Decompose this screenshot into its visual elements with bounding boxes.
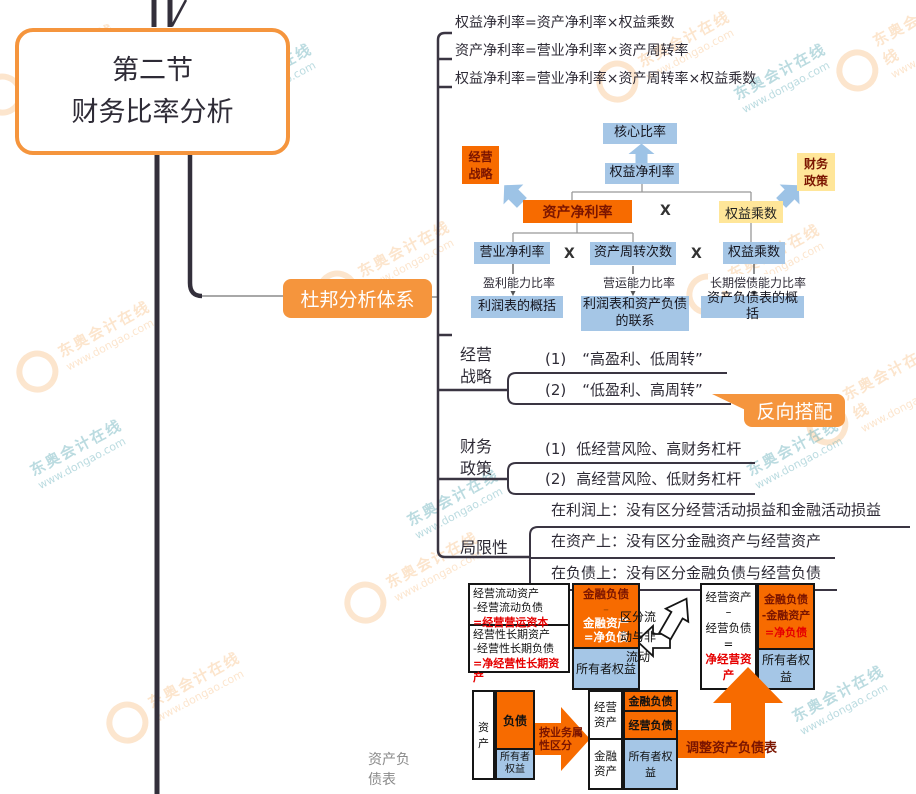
owners-equity-box-right: 所有者权益 xyxy=(757,650,815,690)
row: =经营营运资本 xyxy=(473,615,549,629)
limitations-item-3[interactable]: 在负债上：没有区分金融负债与经营负债 xyxy=(551,564,822,582)
statement-link-box: 利润表和资产负债 的联系 xyxy=(581,296,689,331)
limitations-item-1[interactable]: 在利润上：没有区分经营活动损益和金融活动损益 xyxy=(551,501,882,519)
owners-equity-box: 所有者权益 xyxy=(572,649,640,690)
operating-items-box: 经营流动资产 -经营流动负债 =经营营运资本 经营性长期资产 -经营性长期负债 … xyxy=(468,583,570,684)
equity-box: 所有者权益 xyxy=(495,750,535,780)
item-text: “低盈利、高周转” xyxy=(582,381,703,399)
core-ratio-box: 核心比率 xyxy=(603,123,677,144)
operating-capacity-label: 营运能力比率 xyxy=(601,274,678,291)
row: – xyxy=(725,605,732,620)
policy-item-2[interactable]: (2) 高经营风险、低财务杠杆 xyxy=(545,470,741,490)
income-statement-summary-box: 利润表的概括 xyxy=(471,296,563,318)
multiply-sign: X xyxy=(660,203,671,219)
row: 经营流动资产 xyxy=(473,587,539,600)
balance-sheet-caption: 资产负债表 xyxy=(368,752,410,789)
row: 净经营资产 xyxy=(705,652,752,682)
formula-roe-full[interactable]: 权益净利率=营业净利率×资产周转率×权益乘数 xyxy=(455,71,757,87)
assets-box: 资产 xyxy=(472,690,495,780)
liabilities-box: 负债 xyxy=(495,690,535,750)
strategy-item-2[interactable]: (2) “低盈利、高周转” xyxy=(545,381,703,401)
balance-sheet-summary-box: 资产负债表的概括 xyxy=(701,291,804,322)
profitability-label: 盈利能力比率 xyxy=(481,274,558,291)
formula-roe-roa[interactable]: 权益净利率=资产净利率×权益乘数 xyxy=(455,15,675,31)
item-number: (1) xyxy=(545,440,567,458)
chapter-title-node[interactable]: 第二节 财务比率分析 xyxy=(15,28,290,155)
right-block-arrow-icon xyxy=(535,707,590,771)
limitations-label[interactable]: 局限性 xyxy=(460,538,509,557)
item-number: (2) xyxy=(545,381,567,399)
operating-liabilities-box: 经营负债 xyxy=(623,712,678,740)
row: =净负债 xyxy=(764,625,808,639)
row: -金融资产 xyxy=(761,609,811,623)
multiply-sign: X xyxy=(691,246,702,262)
row: =净经营性长期资产 xyxy=(473,656,560,684)
strategy-item-1[interactable]: (1) “高盈利、低周转” xyxy=(545,350,703,370)
row: 金融资产 xyxy=(583,616,629,630)
row: 经营负债 xyxy=(705,620,752,635)
row: 经营资产 xyxy=(705,589,752,604)
formula-roa[interactable]: 资产净利率=营业净利率×资产周转率 xyxy=(455,43,689,59)
policy-label[interactable]: 财务 政策 xyxy=(460,437,493,479)
item-text: 高经营风险、低财务杠杆 xyxy=(576,470,742,488)
item-text: “高盈利、低周转” xyxy=(582,350,703,368)
policy-item-1[interactable]: (1) 低经营风险、高财务杠杆 xyxy=(545,440,741,460)
up-left-arrow-icon xyxy=(503,184,527,208)
item-number: (2) xyxy=(545,470,567,488)
financial-liabilities-box: 金融负债 xyxy=(623,690,678,712)
row: -经营流动负债 xyxy=(473,601,543,615)
row: -经营性长期负债 xyxy=(473,642,554,656)
net-profit-margin-box: 营业净利率 xyxy=(474,242,550,264)
row: = xyxy=(723,636,734,651)
net-debt-box: 金融负债 – 金融资产 =净负债 xyxy=(572,583,640,649)
financial-policy-box: 财务 政策 xyxy=(797,153,835,191)
row: 金融负债 xyxy=(583,587,629,602)
item-text: 低经营风险、高财务杠杆 xyxy=(576,440,742,458)
business-strategy-box: 经营 战略 xyxy=(462,146,499,184)
long-term-solvency-label: 长期偿债能力比率 xyxy=(708,274,809,291)
equity-multiplier-box: 权益乘数 xyxy=(723,242,785,264)
up-arrow-icon xyxy=(628,143,655,164)
dupont-analysis-node[interactable]: 杜邦分析体系 xyxy=(283,279,432,318)
reverse-match-callout[interactable]: 反向搭配 xyxy=(744,394,845,427)
item-number: (1) xyxy=(545,350,567,368)
left-open-arrow-icon xyxy=(635,623,671,659)
financial-assets-box: 金融 资产 xyxy=(588,740,623,790)
limitations-item-2[interactable]: 在资产上：没有区分金融资产与经营资产 xyxy=(551,532,822,550)
asset-turnover-box: 资产周转次数 xyxy=(590,242,676,265)
up-open-arrow-icon xyxy=(658,597,690,641)
row: 金融负债 xyxy=(764,592,808,606)
split-current-label: 区分流 动与非 流动 xyxy=(619,610,656,664)
multiply-sign: X xyxy=(564,246,575,262)
equity-multiplier-src-box: 权益乘数 xyxy=(719,201,783,223)
row: =净负债 xyxy=(583,630,629,645)
row: 经营性长期资产 xyxy=(473,628,550,641)
roa-box: 资产净利率 xyxy=(523,200,632,223)
row: – xyxy=(603,601,609,616)
strategy-label[interactable]: 经营 战略 xyxy=(460,345,493,387)
classify-arrow-label: 按业务属性区分 xyxy=(539,726,583,753)
net-operating-assets-box: 经营资产 – 经营负债 = 净经营资产 xyxy=(700,583,757,690)
net-debt-box-right: 金融负债 -金融资产 =净负债 xyxy=(757,583,815,650)
equity-box-2: 所有者权益 xyxy=(623,740,678,790)
roe-box: 权益净利率 xyxy=(605,163,679,184)
operating-assets-box: 经营 资产 xyxy=(588,690,623,740)
adjust-balance-sheet-label: 调整资产负债表 xyxy=(686,741,778,756)
